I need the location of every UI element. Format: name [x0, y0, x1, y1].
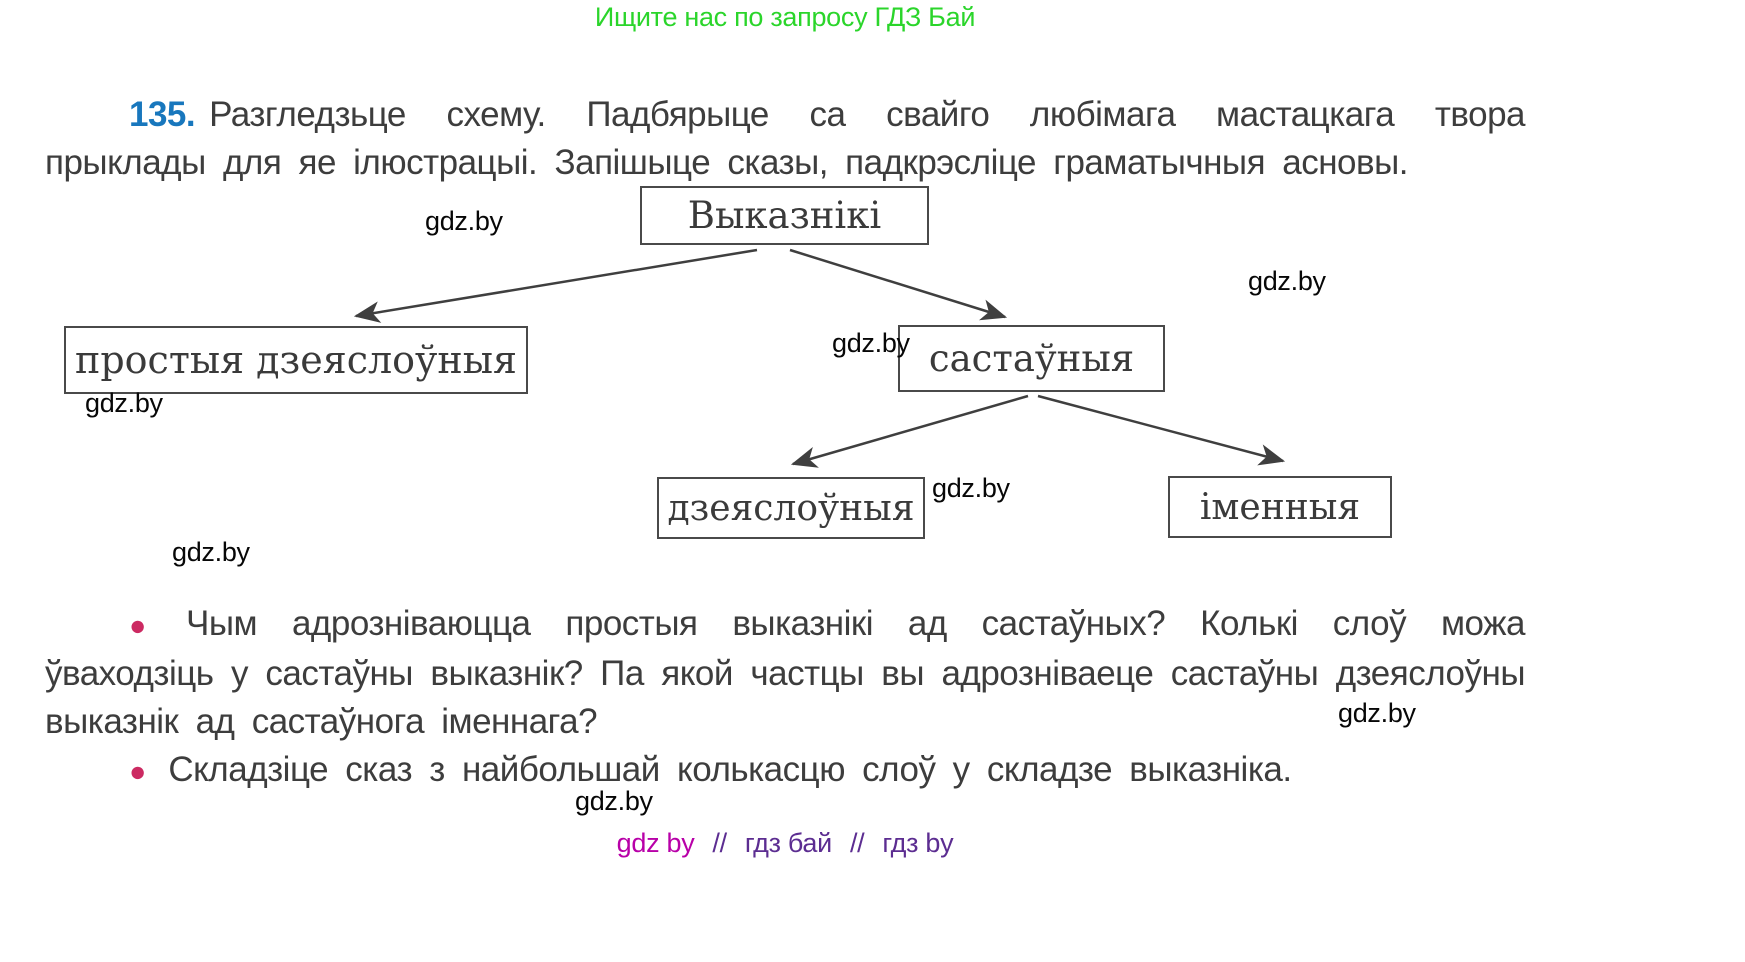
- watermark-gdzby: gdz.by: [832, 328, 910, 358]
- diagram-node-predicates: Выказнікі: [640, 186, 929, 245]
- footer-separator: //: [849, 828, 865, 858]
- question-text: Чым адрозніваюцца простыя выказнікі ад с…: [45, 604, 1526, 741]
- watermark-gdzby: gdz.by: [932, 473, 1010, 503]
- footer-search-terms: gdz by // гдз бай // гдз by: [45, 828, 1525, 859]
- question-item: ●Чым адрозніваюцца простыя выказнікі ад …: [45, 600, 1526, 746]
- exercise-number: 135.: [129, 95, 196, 134]
- arrow-root-to-simple: [353, 248, 758, 323]
- footer-separator: //: [712, 828, 727, 858]
- watermark-gdzby: gdz.by: [575, 786, 653, 816]
- watermark-gdzby: gdz.by: [1338, 698, 1416, 728]
- footer-token: гдз бай: [744, 828, 832, 858]
- questions-block: ●Чым адрозніваюцца простыя выказнікі ад …: [45, 600, 1526, 796]
- diagram-node-verbal: дзеяслоўныя: [657, 477, 925, 539]
- exercise-paragraph: 135.Разгледзьце схему. Падбярыце са свай…: [45, 91, 1526, 187]
- footer-token: gdz by: [616, 828, 695, 858]
- watermark-gdzby: gdz.by: [425, 206, 503, 236]
- diagram-node-compound: састаўныя: [898, 325, 1165, 392]
- promo-banner-text: Ищите нас по запросу ГДЗ Бай: [594, 2, 976, 32]
- bullet-icon: ●: [129, 610, 165, 642]
- diagram-node-nominal: іменныя: [1168, 476, 1392, 538]
- watermark-gdzby: gdz.by: [1248, 266, 1326, 296]
- arrow-compound-to-verbal: [790, 394, 1029, 468]
- watermark-gdzby: gdz.by: [85, 388, 163, 418]
- diagram-node-simple-verbal: простыя дзеяслоўныя: [64, 326, 528, 394]
- arrow-compound-to-nominal: [1037, 394, 1286, 466]
- arrow-root-to-compound: [789, 248, 1008, 321]
- question-text: Складзіце сказ з найбольшай колькасцю сл…: [168, 750, 1292, 789]
- watermark-gdzby: gdz.by: [172, 537, 250, 567]
- footer-token: гдз by: [882, 828, 954, 858]
- exercise-text: Разгледзьце схему. Падбярыце са свайго л…: [45, 95, 1526, 182]
- question-item: ● Складзіце сказ з найбольшай колькасцю с…: [45, 746, 1525, 796]
- bullet-icon: ●: [129, 756, 147, 788]
